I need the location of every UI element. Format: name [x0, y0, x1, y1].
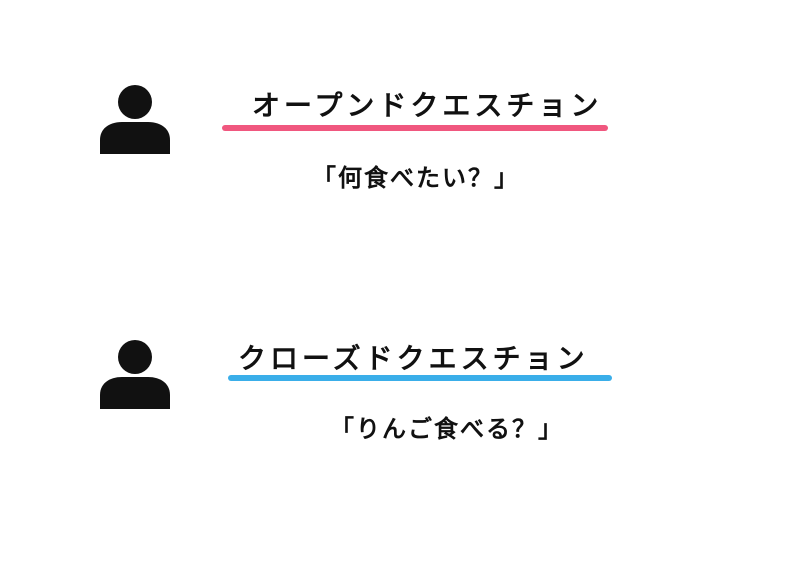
person-head — [118, 340, 152, 374]
closed-question-section: クローズドクエスチョン 「りんご食べる？」 — [0, 255, 800, 455]
person-icon-svg — [100, 85, 170, 154]
person-icon — [98, 84, 172, 154]
person-icon-svg — [100, 340, 170, 409]
closed-question-underline — [228, 375, 612, 381]
open-question-title: オープンドクエスチョン — [252, 89, 603, 122]
open-question-example: 「何食べたい？」 — [312, 164, 520, 192]
person-head — [118, 85, 152, 119]
closed-question-example: 「りんご食べる？」 — [330, 415, 564, 443]
person-body — [100, 122, 170, 154]
person-icon — [98, 339, 172, 409]
closed-question-title: クローズドクエスチョン — [238, 342, 589, 375]
open-question-section: オープンドクエスチョン 「何食べたい？」 — [0, 0, 800, 200]
person-body — [100, 377, 170, 409]
open-question-underline — [222, 125, 608, 131]
